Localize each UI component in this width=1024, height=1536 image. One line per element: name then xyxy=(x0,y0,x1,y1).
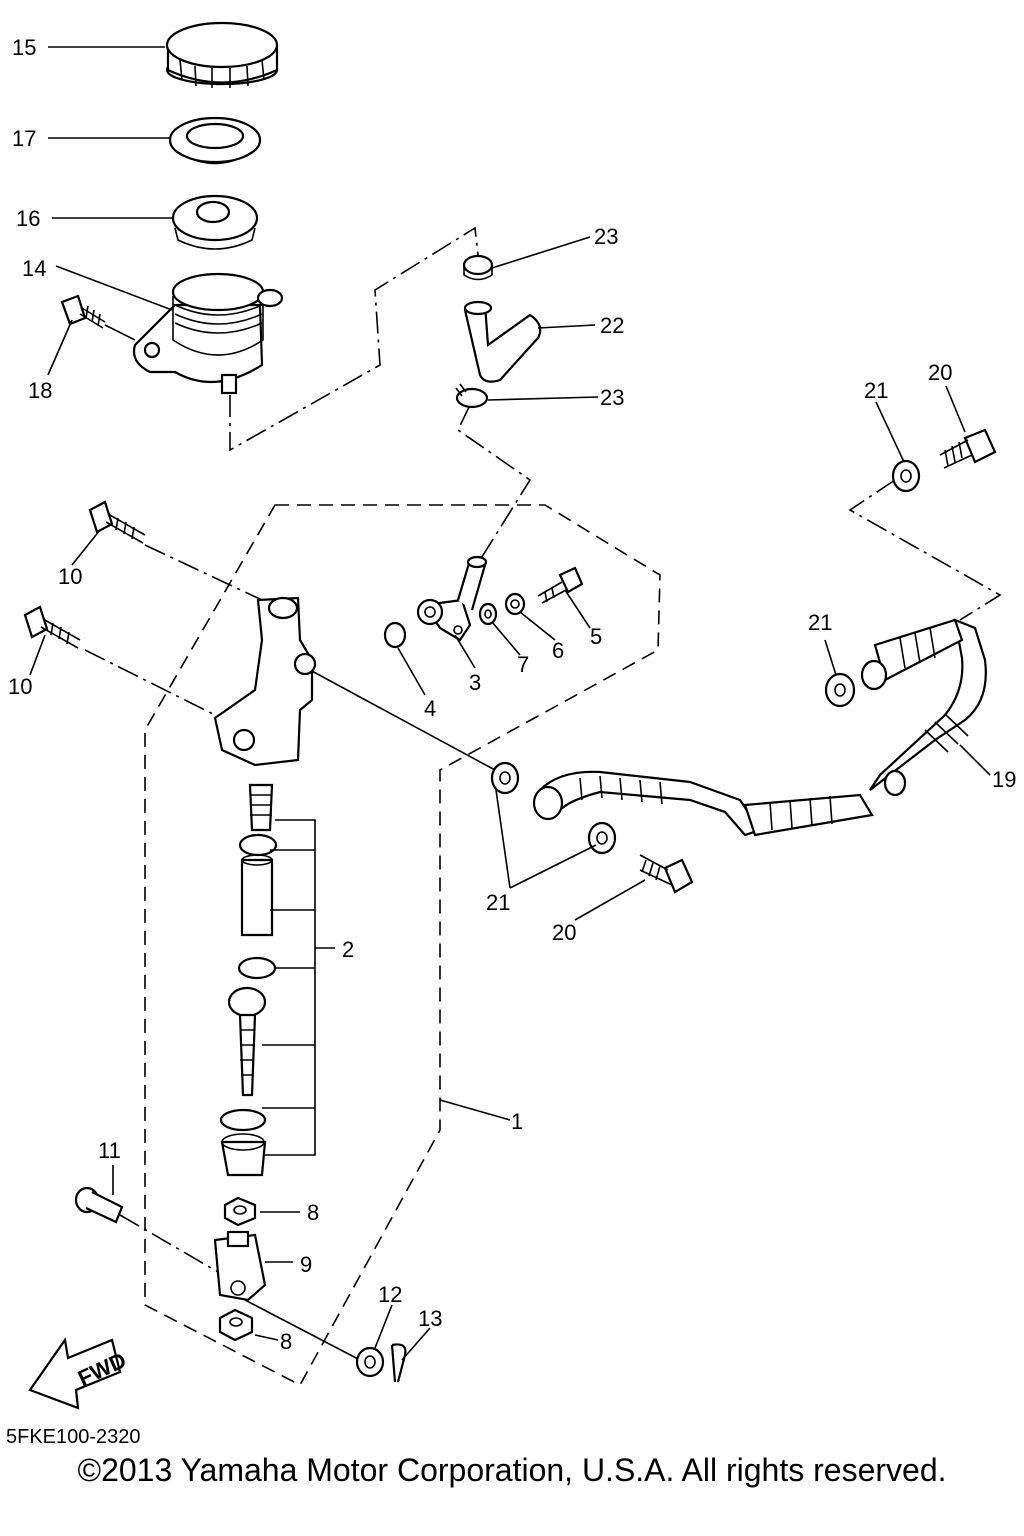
clevis-pin xyxy=(74,1186,124,1224)
label-part-10-top: 10 xyxy=(58,564,82,589)
clevis-washer xyxy=(355,1346,385,1378)
diaphragm xyxy=(171,194,259,250)
union-bolt-bottom xyxy=(639,854,694,894)
label-part-5: 5 xyxy=(590,624,602,649)
hose-clip-bottom xyxy=(455,383,489,409)
bolt-bottom-line xyxy=(84,649,216,716)
joint-washer xyxy=(478,602,498,626)
washer-right xyxy=(824,672,856,708)
hose-clip-top xyxy=(462,254,494,281)
reservoir-hose-line xyxy=(229,226,479,452)
label-part-20-top: 20 xyxy=(928,360,952,385)
nut-bottom xyxy=(218,1308,254,1342)
nut-top xyxy=(223,1196,257,1227)
label-part-3: 3 xyxy=(469,670,481,695)
union-bolt-top xyxy=(939,428,997,469)
hose-joint xyxy=(416,555,488,642)
reservoir-tank xyxy=(132,272,284,395)
o-ring xyxy=(383,621,407,649)
label-part-12: 12 xyxy=(378,1282,402,1307)
label-part-1: 1 xyxy=(511,1109,523,1134)
joint-lock-washer xyxy=(504,592,526,616)
cotter-pin xyxy=(390,1343,407,1383)
label-part-21-lower: 21 xyxy=(486,890,510,915)
label-part-8-top: 8 xyxy=(307,1200,319,1225)
callout-leaders xyxy=(29,46,991,1361)
hose-fitting-line xyxy=(456,404,532,561)
label-part-20-bottom: 20 xyxy=(552,920,576,945)
label-part-13: 13 xyxy=(418,1306,442,1331)
banjo-front-line xyxy=(309,669,496,771)
reservoir-cap xyxy=(165,21,279,88)
piston-kit xyxy=(219,783,278,1177)
label-part-19: 19 xyxy=(992,767,1016,792)
label-part-7: 7 xyxy=(517,652,529,677)
label-part-2: 2 xyxy=(342,937,354,962)
master-cylinder-body xyxy=(213,596,317,767)
label-part-14: 14 xyxy=(22,256,46,281)
reservoir-bolt-line xyxy=(104,324,136,341)
label-part-4: 4 xyxy=(424,696,436,721)
label-part-9: 9 xyxy=(300,1252,312,1277)
clevis-washer-line xyxy=(244,1299,361,1361)
brake-hose xyxy=(532,618,987,837)
washer-lower xyxy=(587,821,617,855)
mounting-bolt-top xyxy=(88,500,146,544)
fwd-arrow-icon: FWD xyxy=(28,1337,130,1410)
label-part-16: 16 xyxy=(16,206,40,231)
label-part-10-bottom: 10 xyxy=(8,674,32,699)
clevis xyxy=(213,1230,267,1302)
label-part-6: 6 xyxy=(552,638,564,663)
label-part-15: 15 xyxy=(12,35,36,60)
mounting-bolt-bottom xyxy=(23,605,81,649)
bolt-top-line xyxy=(144,544,263,601)
label-part-21-top: 21 xyxy=(864,378,888,403)
reservoir-hose xyxy=(463,300,542,383)
assembly-outline xyxy=(144,504,661,1387)
washer-center xyxy=(490,761,520,795)
joint-screw xyxy=(537,566,584,604)
banjo-rear-line xyxy=(848,479,1002,621)
washer-top-right xyxy=(891,459,921,493)
reservoir-bolt xyxy=(60,294,106,329)
diaphragm-holder xyxy=(168,116,262,165)
label-part-21-right: 21 xyxy=(808,610,832,635)
kit-bracket xyxy=(262,819,335,1156)
label-part-8-bottom: 8 xyxy=(280,1329,292,1354)
label-part-23-top: 23 xyxy=(594,224,618,249)
label-part-11: 11 xyxy=(98,1138,121,1163)
label-part-23-bottom: 23 xyxy=(600,385,624,410)
label-part-18: 18 xyxy=(28,378,52,403)
clevis-pin-line xyxy=(119,1214,219,1273)
label-part-22: 22 xyxy=(600,313,624,338)
copyright-notice: ©2013 Yamaha Motor Corporation, U.S.A. A… xyxy=(77,1452,947,1488)
label-part-17: 17 xyxy=(12,126,36,151)
diagram-code: 5FKE100-2320 xyxy=(6,1426,141,1448)
